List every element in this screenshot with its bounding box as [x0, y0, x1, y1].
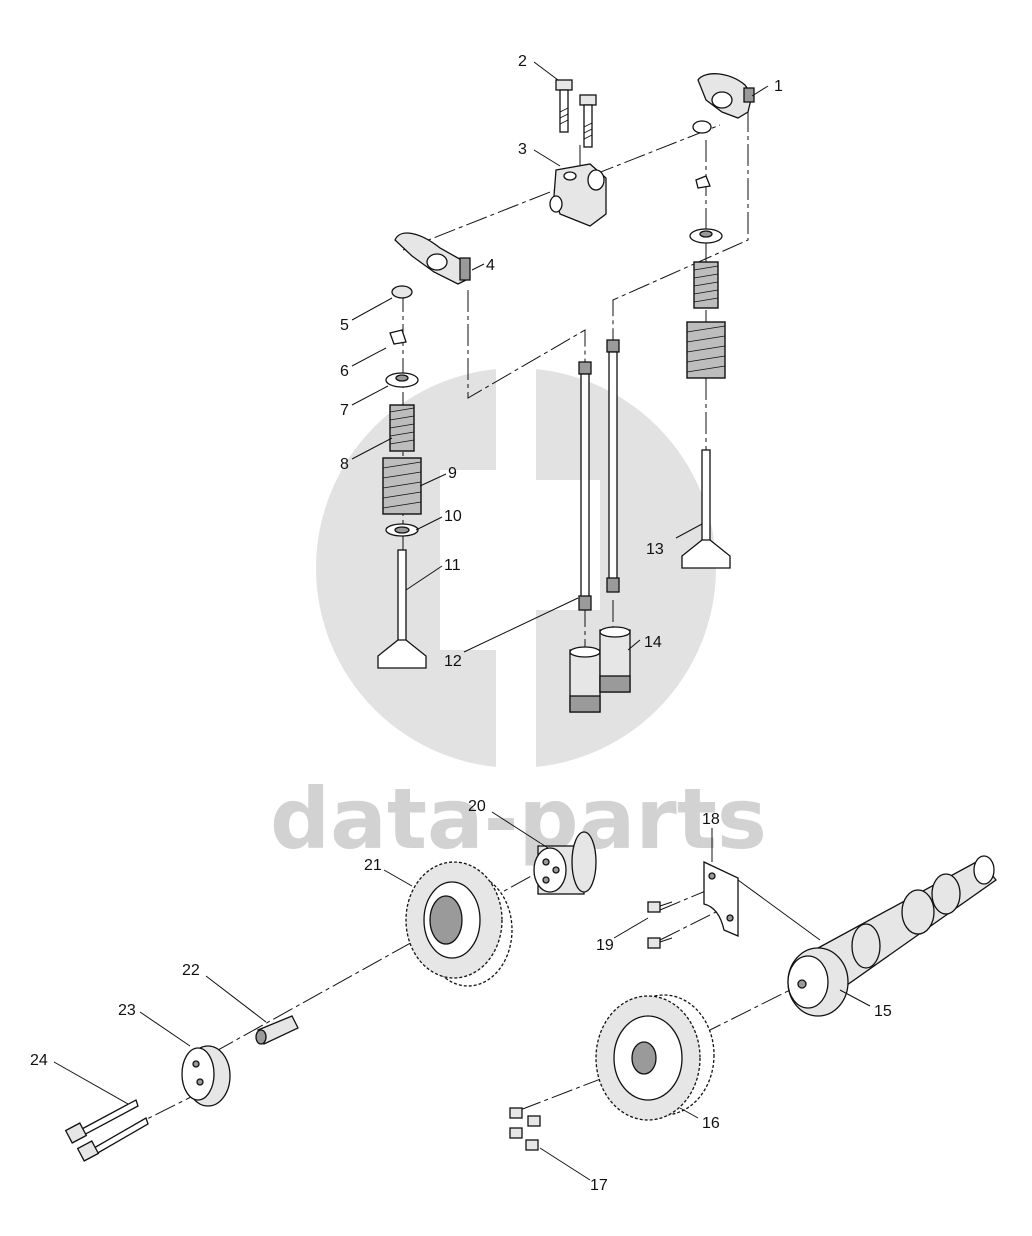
callout-2: 2: [518, 53, 527, 70]
right-valve-train: [681, 175, 731, 569]
callout-10: 10: [444, 508, 462, 525]
leader-lines: [53, 61, 871, 1181]
callout-9: 9: [448, 465, 457, 482]
callout-19: 19: [596, 937, 614, 954]
callout-20: 20: [468, 798, 486, 815]
callout-16: 16: [702, 1115, 720, 1132]
callout-22: 22: [182, 962, 200, 979]
callout-labels: 1 2 3 4 5 6 7 8 9 10 11 12 13 14 15 16 1…: [30, 53, 892, 1194]
watermark-text: data-parts: [270, 770, 767, 868]
watermark-logo: [316, 360, 716, 780]
idler-gear: [405, 861, 513, 987]
callout-12: 12: [444, 653, 462, 670]
camshaft-thrust-plate: [703, 860, 739, 937]
callout-5: 5: [340, 317, 349, 334]
tappets: [569, 626, 631, 713]
callout-8: 8: [340, 456, 349, 473]
rocker-bolts: [555, 79, 597, 148]
callout-3: 3: [518, 141, 527, 158]
left-valve-train: [377, 285, 427, 669]
callout-17: 17: [590, 1177, 608, 1194]
callout-7: 7: [340, 402, 349, 419]
callout-15: 15: [874, 1003, 892, 1020]
callout-1: 1: [774, 78, 783, 95]
callout-18: 18: [702, 811, 720, 828]
callout-21: 21: [364, 857, 382, 874]
long-bolts: [64, 1099, 149, 1162]
callout-23: 23: [118, 1002, 136, 1019]
callout-11: 11: [444, 557, 461, 574]
thrust-plate: [181, 1045, 231, 1107]
rocker-arm-right: [692, 73, 755, 134]
callout-14: 14: [644, 634, 662, 651]
camshaft: [787, 855, 997, 1017]
callout-13: 13: [646, 541, 664, 558]
rocker-support: [549, 163, 607, 227]
callout-4: 4: [486, 257, 495, 274]
gear-hub: [533, 831, 597, 895]
gear-bolts: [509, 1107, 541, 1151]
idler-pin: [255, 1015, 299, 1045]
camshaft-gear: [595, 994, 715, 1121]
push-rods: [578, 339, 620, 611]
rocker-arm-left: [394, 232, 471, 285]
thrust-plate-screws: [647, 901, 673, 949]
callout-24: 24: [30, 1052, 48, 1069]
callout-6: 6: [340, 363, 349, 380]
